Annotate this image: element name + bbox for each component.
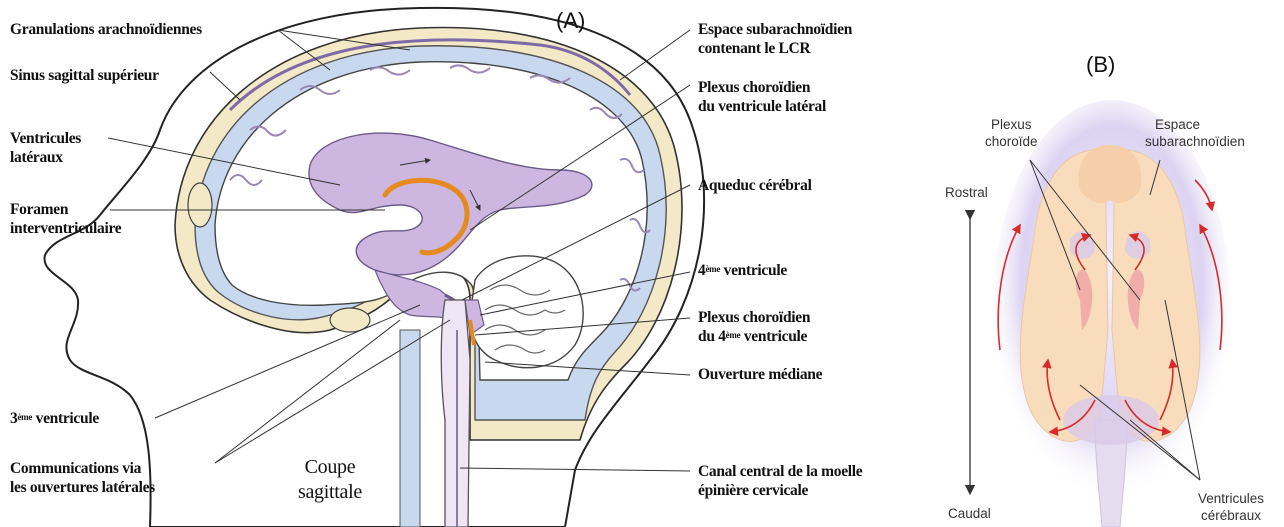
label-foramen-line2: interventriculaire <box>10 219 121 238</box>
panel-b-leader-lines <box>1030 160 1200 480</box>
label-fourth-ventricle: 4ème ventricule <box>698 261 787 280</box>
label-plexus-lateral: Plexus choroïdien du ventricule latéral <box>698 78 826 116</box>
label-communications-line2: les ouvertures latérales <box>10 478 155 497</box>
label-b-plexus-line1: Plexus <box>985 116 1038 133</box>
label-b-rostral: Rostral <box>945 184 988 201</box>
label-coupe-line2: sagittale <box>298 480 362 505</box>
ventricle-right <box>1128 270 1144 330</box>
label-b-ventricules-line1: Ventricules <box>1198 490 1264 507</box>
label-sinus: Sinus sagittal supérieur <box>10 66 159 85</box>
label-b-espace-line2: subarachnoïdien <box>1145 133 1245 150</box>
label-b-ventricules: Ventricules cérébraux <box>1198 490 1264 524</box>
label-ventricules-line1: Ventricules <box>10 129 81 148</box>
frontal-sinus <box>188 183 212 227</box>
label-granulations: Granulations arachnoïdiennes <box>10 20 202 39</box>
ventricle-left <box>1076 270 1092 330</box>
label-ventricules-lateraux: Ventricules latéraux <box>10 129 81 167</box>
panel-a-letter: (A) <box>556 8 585 34</box>
label-foramen-line1: Foramen <box>10 200 121 219</box>
spinal-csf <box>400 330 420 527</box>
label-b-plexus-line2: choroïde <box>985 133 1038 150</box>
label-canal-line1: Canal central de la moelle <box>698 462 862 481</box>
label-b-plexus: Plexus choroïde <box>985 116 1038 150</box>
brainstem <box>441 300 470 527</box>
label-b-ventricules-line2: cérébraux <box>1198 507 1264 524</box>
ventricle-lateral-horn-l <box>1070 231 1095 259</box>
label-espace-line1: Espace subarachnoïdien <box>698 20 852 39</box>
label-b-espace-line1: Espace <box>1145 116 1245 133</box>
panel-b-letter: (B) <box>1086 52 1115 78</box>
label-coupe-line1: Coupe <box>298 455 362 480</box>
label-ouverture-mediane: Ouverture médiane <box>698 365 822 384</box>
ventricle-lateral-horn-r <box>1125 231 1150 259</box>
label-canal-line2: épinière cervicale <box>698 481 862 500</box>
brainstem-b <box>1095 420 1127 527</box>
label-plexus-lateral-line2: du ventricule latéral <box>698 97 826 116</box>
label-communications: Communications via les ouvertures latéra… <box>10 459 155 497</box>
frontal-lobes <box>1079 145 1142 203</box>
label-espace-subarachnoidien: Espace subarachnoïdien contenant le LCR <box>698 20 852 58</box>
label-aqueduc: Aqueduc cérébral <box>698 176 812 195</box>
right-hemisphere <box>1112 150 1200 442</box>
label-b-caudal: Caudal <box>948 505 991 522</box>
label-communications-line1: Communications via <box>10 459 155 478</box>
label-plexus-4th-line1: Plexus choroïdien <box>698 308 810 327</box>
left-hemisphere <box>1020 150 1108 442</box>
label-b-espace: Espace subarachnoïdien <box>1145 116 1245 150</box>
label-third-ventricle: 3ème ventricule <box>10 409 99 428</box>
label-plexus-lateral-line1: Plexus choroïdien <box>698 78 826 97</box>
label-ventricules-line2: latéraux <box>10 148 81 167</box>
label-coupe-sagittale: Coupe sagittale <box>298 455 362 505</box>
csf-flow-arrows <box>998 180 1222 432</box>
label-foramen: Foramen interventriculaire <box>10 200 121 238</box>
label-plexus-4th-line2: du 4ème ventricule <box>698 327 810 346</box>
cerebellum-b <box>1063 395 1159 445</box>
label-plexus-4th: Plexus choroïdien du 4ème ventricule <box>698 308 810 346</box>
label-espace-line2: contenant le LCR <box>698 39 852 58</box>
label-canal-central: Canal central de la moelle épinière cerv… <box>698 462 862 500</box>
subarachnoid-halo <box>994 100 1230 500</box>
